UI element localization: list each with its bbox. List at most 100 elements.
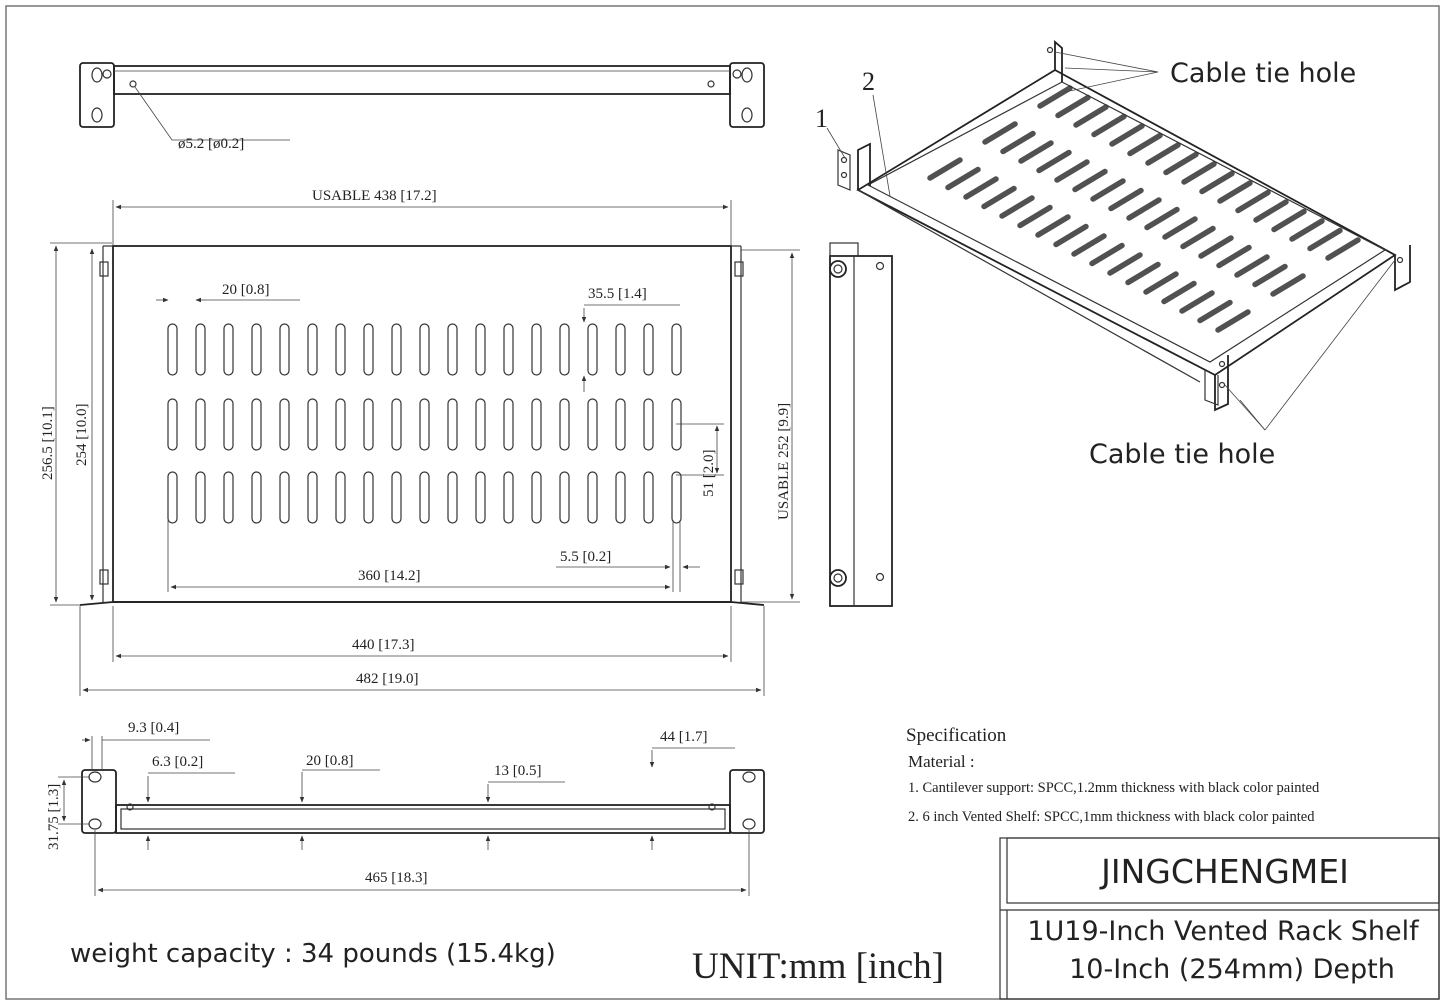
slot-span-dim: 360 [14.2] [358,568,421,584]
iso-vent-slot [1215,309,1251,333]
vent-slot [615,398,626,451]
vent-slot [251,471,262,524]
vent-slot [223,471,234,524]
vent-slot [559,323,570,376]
iso-vent-slot [1017,204,1053,229]
product-line-2: 10-Inch (254mm) Depth [1069,954,1395,985]
spec-material: Material : [908,752,975,771]
vent-slot [447,323,458,376]
iso-vent-slot [1071,233,1107,257]
vent-slot [531,471,542,524]
vent-slot [363,471,374,524]
iso-vent-slot [1179,290,1215,314]
iso-vent-slot [1107,252,1143,276]
cable-tie-top-label: Cable tie hole [1170,58,1356,89]
iso-vent-slot [1125,261,1161,286]
iso-vent-slot [982,121,1018,145]
inner-width-dim: 440 [17.3] [352,637,415,653]
vent-slot [643,471,654,524]
company-name: JINGCHENGMEI [1099,852,1349,891]
vent-slot [167,398,178,451]
iso-vent-slot [1089,242,1125,267]
slot-pitch-dim: 35.5 [1.4] [588,286,647,302]
vent-slot [307,323,318,376]
bottom-view: 9.3 [0.4] 6.3 [0.2] 20 [0.8] 13 [0.5] 44… [46,720,765,896]
vent-slot [223,323,234,376]
vent-slot [363,398,374,451]
overall-width-dim: 482 [19.0] [356,671,419,687]
iso-vent-slot [1252,263,1288,288]
vent-slot [615,323,626,376]
vent-slot [503,471,514,524]
vent-slot [475,471,486,524]
iso-vent-slot [1053,223,1089,248]
product-line-1: 1U19-Inch Vented Rack Shelf [1027,916,1420,947]
vent-slot [335,323,346,376]
iso-vent-slot [1289,218,1325,242]
iso-vent-slot [1307,227,1343,252]
rail-a-dim: 20 [0.8] [306,753,354,769]
iso-vent-slot [999,195,1035,219]
height-dim: 44 [1.7] [660,729,708,745]
vent-slot [671,398,682,451]
vent-slot [223,398,234,451]
iso-vent-slot [1216,244,1252,269]
vent-slot [671,471,682,524]
iso-vent-slot [1144,206,1180,231]
iso-vent-slots [927,85,1361,333]
hole-offset-dim: 6.3 [0.2] [152,754,203,770]
iso-vent-slot [1161,280,1197,305]
vent-slot [503,323,514,376]
spec-item-2: 2. 6 inch Vented Shelf: SPCC,1mm thickne… [908,809,1315,825]
sheet-border [5,5,1440,1000]
vent-slot [391,323,402,376]
iso-vent-slot [945,166,981,191]
iso-vent-slot [1217,180,1253,204]
flange-dim: 9.3 [0.4] [128,720,179,736]
iso-vent-slot [1037,85,1073,109]
vent-slot [195,323,206,376]
title-block: JINGCHENGMEI 1U19-Inch Vented Rack Shelf… [999,837,1440,1000]
iso-vent-slot [1199,170,1235,195]
vent-slot [307,471,318,524]
iso-vent-slot [1253,199,1289,223]
iso-vent-slot [1073,104,1109,128]
vent-slot [251,323,262,376]
vent-slot [531,323,542,376]
front-view: USABLE 438 [17.2] 20 [0.8] 35.5 [1.4] 51… [40,188,800,696]
vent-slot [419,398,430,451]
usable-depth-dim: USABLE 252 [9.9] [776,403,792,520]
vent-slot [475,398,486,451]
iso-vent-slot [1072,168,1108,193]
iso-vent-slot [1127,132,1163,157]
iso-vent-slot [1126,197,1162,221]
vent-slot [559,471,570,524]
iso-vent-slot [1054,159,1090,183]
vent-slot [419,323,430,376]
vent-slot [279,398,290,451]
vent-slot [587,471,598,524]
vent-slot [643,323,654,376]
vent-slot [279,471,290,524]
vent-slot [587,398,598,451]
iso-vent-slot [1035,214,1071,238]
part-label-2: 2 [862,67,875,96]
vent-slot [643,398,654,451]
vent-slot [391,471,402,524]
usable-width: USABLE 438 [17.2] [312,188,437,204]
vent-slot [307,398,318,451]
hole-span-dim: 465 [18.3] [365,870,428,886]
iso-vent-slot [1180,225,1216,250]
vent-slot [195,398,206,451]
iso-vent-slot [981,185,1017,210]
vent-slot [447,471,458,524]
iso-vent-slot [1271,208,1307,233]
vent-slots [167,323,682,524]
iso-vent-slot [927,157,963,181]
spec-heading: Specification [906,725,1007,746]
iso-vent-slot [1163,151,1199,176]
slot-gap-dim: 5.5 [0.2] [560,549,611,565]
hole-dim: ø5.2 [ø0.2] [178,136,244,152]
iso-vent-slot [1235,189,1271,214]
